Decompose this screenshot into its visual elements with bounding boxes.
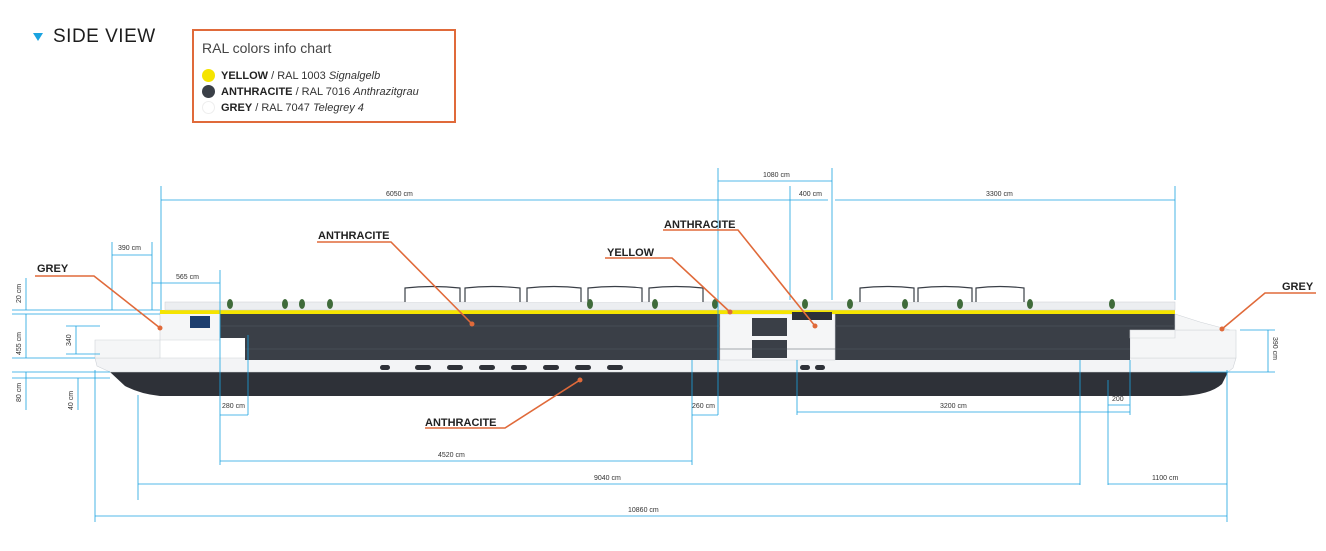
dim-3200: 3200 cm [940,403,967,410]
dim-v340: 340 [66,334,73,346]
anthracite-swatch-icon [202,85,215,98]
legend-name: GREY [221,101,253,114]
legend-label: Signalgelb [328,69,381,82]
callout-anthracite-top: ANTHRACITE [318,230,390,242]
callout-anthracite-bottom: ANTHRACITE [425,417,497,429]
dim-390: 390 cm [118,245,141,252]
legend-title: RAL colors info chart [202,40,332,56]
callout-labels: GREY ANTHRACITE YELLOW ANTHRACITE ANTHRA… [37,219,1314,429]
legend-item-anthracite: ANTHRACITE / RAL 7016 Anthrazitgrau [202,85,419,98]
dim-4520: 4520 cm [438,452,465,459]
dimension-lines [12,168,1275,522]
yellow-stripe [160,310,1175,314]
sun-deck-rail [164,301,1176,311]
dimension-labels: 6050 cm 1080 cm 400 cm 3300 cm 390 cm 56… [16,172,1278,514]
legend-code: / RAL 7047 [255,101,310,114]
dim-6050: 6050 cm [386,191,413,198]
callout-grey-left: GREY [37,263,69,275]
section-title: SIDE VIEW [53,26,156,47]
bow-superstructure [1129,313,1231,339]
callout-yellow: YELLOW [607,247,655,259]
window-lines [220,325,1175,350]
callout-grey-right: GREY [1282,281,1314,293]
dim-1080: 1080 cm [763,172,790,179]
hull-band [94,357,1237,373]
yellow-swatch-icon [202,69,215,82]
legend-code: / RAL 1003 [271,69,326,82]
triangle-down-icon [33,33,43,41]
legend-label: Telegrey 4 [312,101,364,114]
dim-200: 200 [1112,396,1124,403]
canopies [404,285,1025,302]
dim-3300: 3300 cm [986,191,1013,198]
legend-name: ANTHRACITE [221,85,293,98]
callout-dots [157,309,1225,383]
dim-v40: 40 cm [68,391,75,410]
plants [227,299,1115,309]
ship [94,285,1237,396]
grey-swatch-icon [202,101,215,114]
section-header: SIDE VIEW [33,26,156,48]
callout-lines [35,229,1316,429]
dim-1100: 1100 cm [1152,475,1178,482]
portholes [380,365,825,370]
dim-10860: 10860 cm [628,507,659,514]
hull [110,372,1228,396]
stern-hull [94,339,161,359]
legend-item-yellow: YELLOW / RAL 1003 Signalgelb [202,69,380,82]
logo-block [190,316,210,328]
wheelhouse [792,312,832,320]
dim-565: 565 cm [176,274,199,281]
dim-v455: 455 cm [16,332,23,355]
dim-v80: 80 cm [16,383,23,402]
legend-item-grey: GREY / RAL 7047 Telegrey 4 [202,101,364,114]
dim-280: 280 cm [222,403,245,410]
legend-name: YELLOW [221,69,269,82]
callout-anthracite-mid: ANTHRACITE [664,219,736,231]
midship-window [752,318,787,336]
dim-v20: 20 cm [16,284,23,303]
legend-box: RAL colors info chart YELLOW / RAL 1003 … [192,29,456,123]
dim-9040: 9040 cm [594,475,621,482]
legend-code: / RAL 7016 [295,85,351,98]
dim-400: 400 cm [799,191,822,198]
dim-260: 260 cm [692,403,715,410]
dim-v390r: 390 cm [1271,337,1278,360]
legend-label: Anthrazitgrau [353,85,419,98]
